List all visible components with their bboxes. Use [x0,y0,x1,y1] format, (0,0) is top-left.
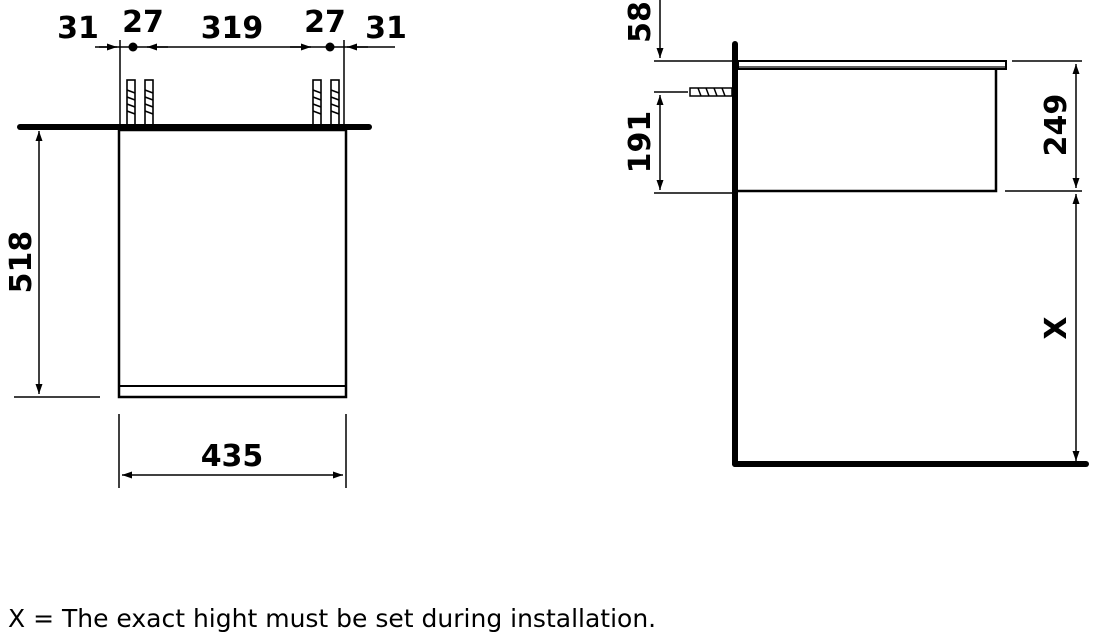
side-dim-249: 249 [1039,94,1074,157]
front-dim-27-left: 27 [122,5,164,40]
front-dim-435: 435 [201,439,264,474]
front-anchor-right-center-dot [325,42,335,52]
front-dim-319: 319 [201,11,264,46]
side-wall-anchor [689,87,733,97]
side-top-offset-dimension [654,0,732,62]
front-dim-31-left: 31 [57,11,99,46]
front-anchor-left-center-dot [128,42,138,52]
front-width-dimension [118,414,347,488]
front-height-dimension [14,131,100,398]
side-dim-191: 191 [623,111,658,174]
side-anchor-height-dimension [654,91,732,194]
front-dim-31-right: 31 [365,11,407,46]
front-dim-27-right: 27 [304,5,346,40]
front-view [14,40,395,488]
side-dim-x: X [1039,316,1074,339]
front-top-dimension-chain [95,40,395,124]
front-dim-518: 518 [4,231,39,294]
technical-drawing: 31 27 319 27 31 518 435 [4,0,1089,488]
side-countertop [737,60,1007,70]
footnote: X = The exact hight must be set during i… [8,604,657,633]
side-dim-58: 58 [623,1,658,43]
front-anchor-right [312,79,340,126]
side-view [654,0,1089,467]
front-anchor-left [126,79,154,126]
front-cabinet-body [117,128,348,399]
side-right-dimension-chain [1005,60,1082,461]
side-drawer-body [738,69,998,193]
